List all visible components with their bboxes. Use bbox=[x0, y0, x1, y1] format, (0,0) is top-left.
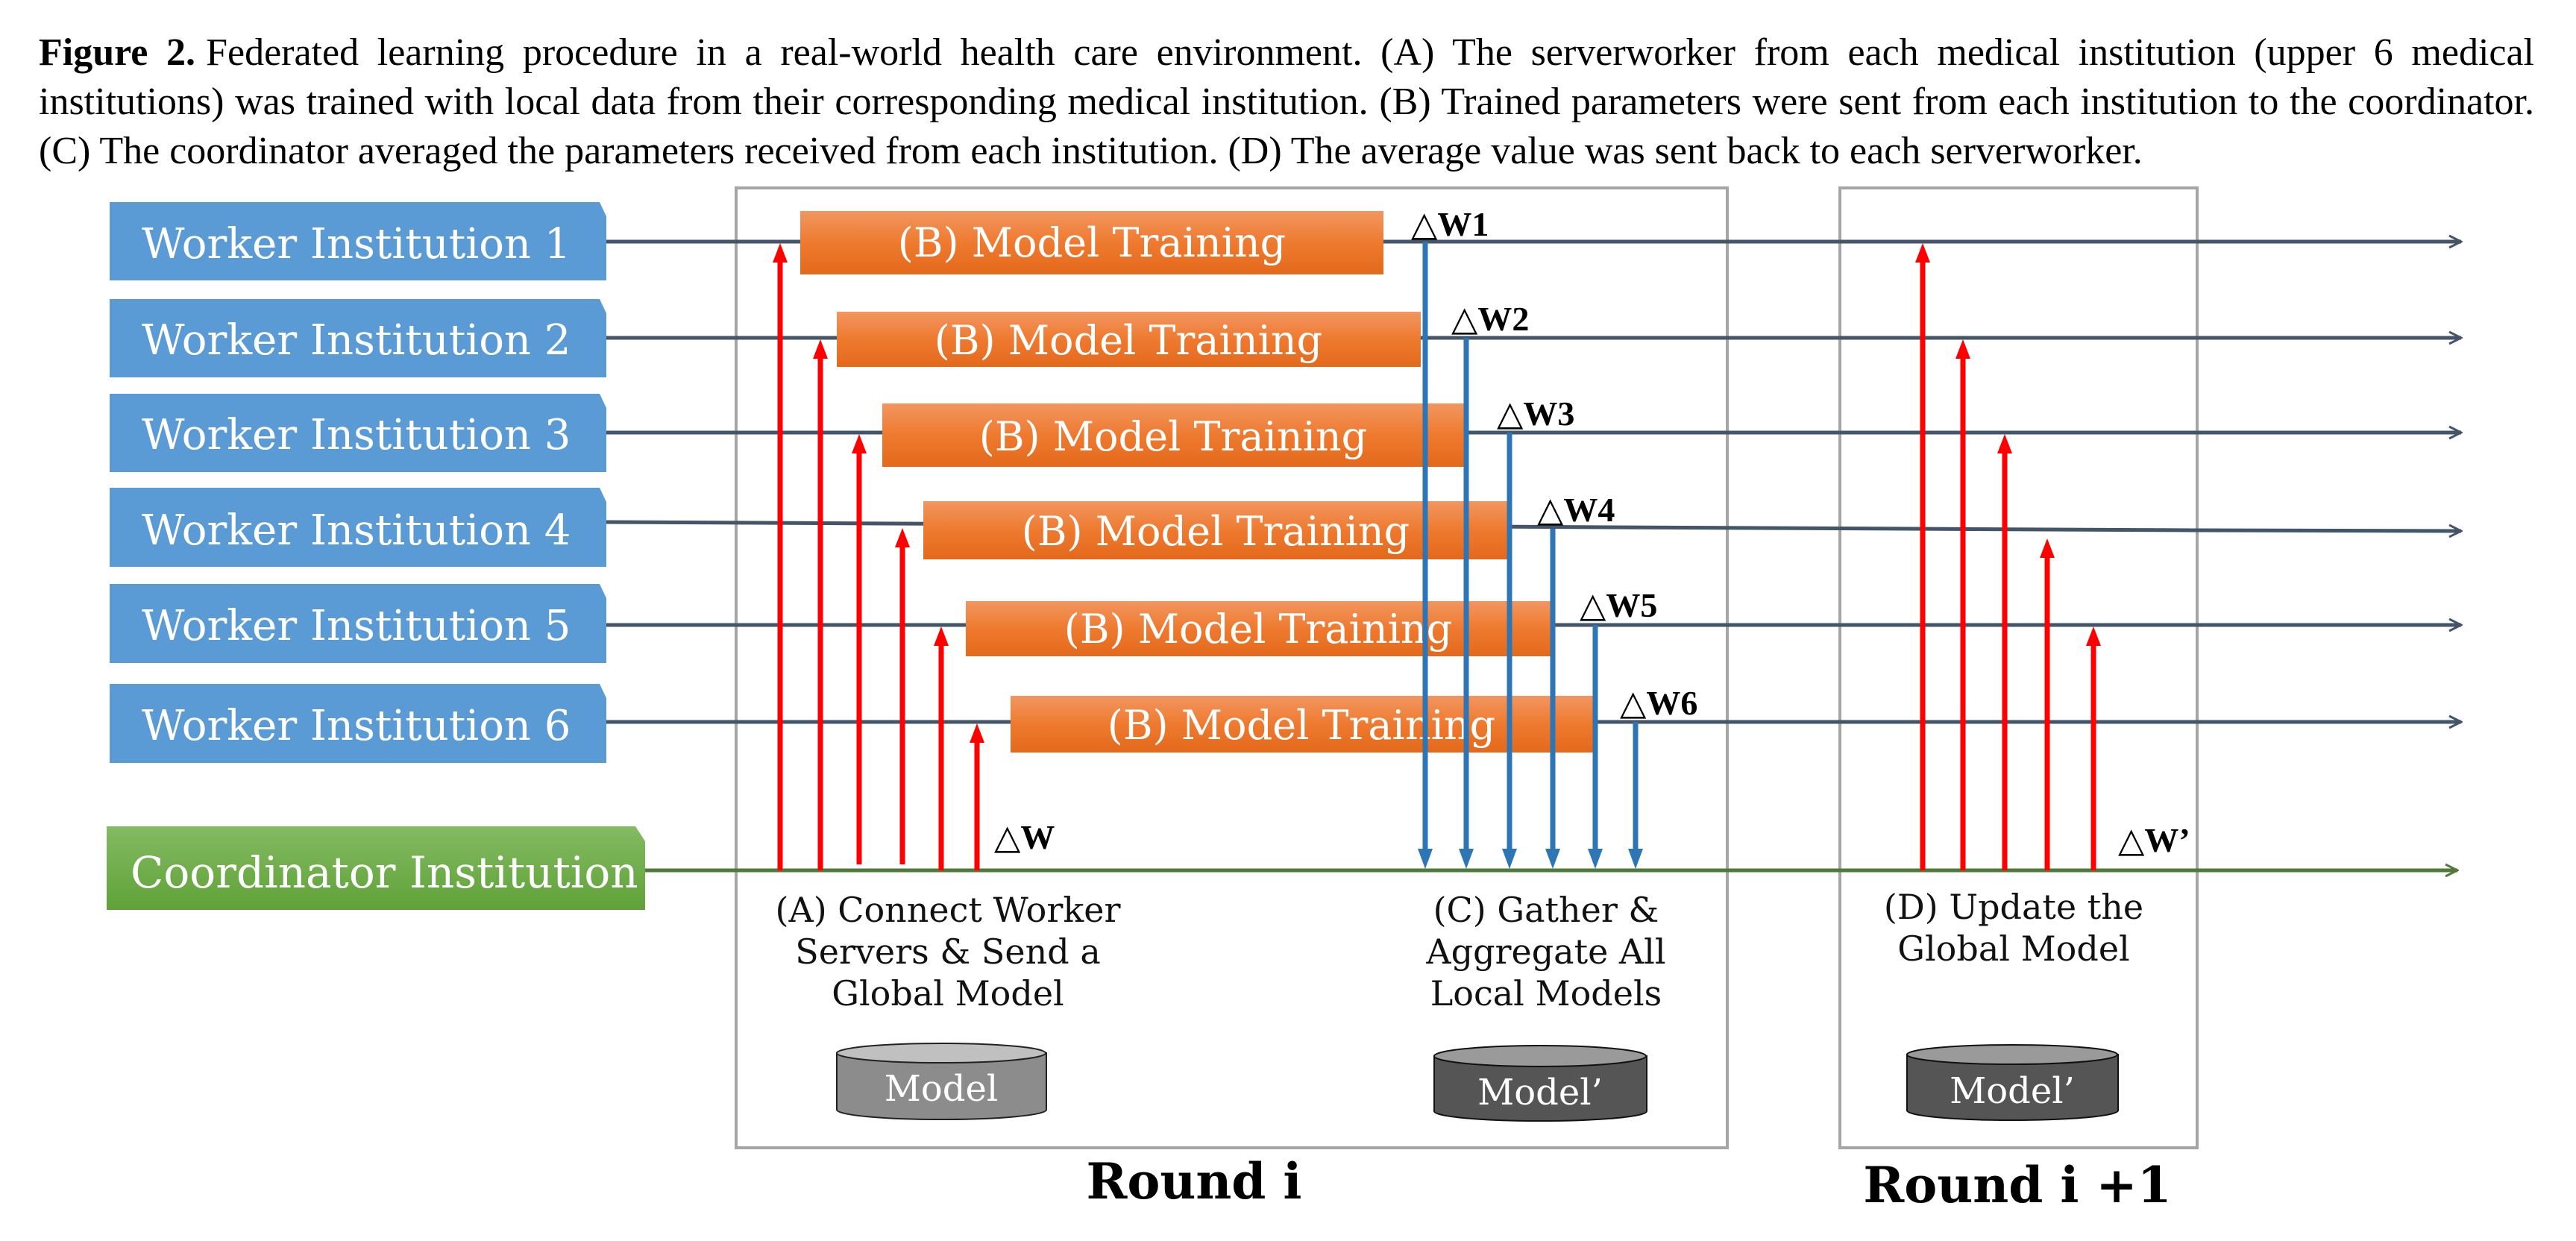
worker-box-6: Worker Institution 6 bbox=[110, 684, 606, 763]
delta-w1: △W1 bbox=[1411, 205, 1489, 243]
training-bar-3: (B) Model Training bbox=[882, 403, 1465, 467]
worker-box-5: Worker Institution 5 bbox=[110, 584, 606, 663]
worker-box-1: Worker Institution 1 bbox=[110, 202, 606, 280]
step-c-line-2: Aggregate All bbox=[1425, 931, 1665, 972]
training-bar-4: (B) Model Training bbox=[923, 501, 1507, 559]
arrowhead-down-icon bbox=[1502, 849, 1517, 869]
worker-label: Worker Institution 1 bbox=[142, 220, 571, 268]
coordinator-label: Coordinator Institution bbox=[131, 847, 638, 898]
send-arrows-round-i-plus-1 bbox=[1915, 243, 2101, 870]
training-bar-2: (B) Model Training bbox=[837, 312, 1421, 367]
step-d-line-2: Global Model bbox=[1897, 929, 2130, 969]
arrowhead-up-icon bbox=[970, 723, 984, 743]
round-i-plus-1-frame bbox=[1838, 186, 2199, 1149]
timeline-worker-4 bbox=[606, 520, 2461, 531]
arrowhead-down-icon bbox=[1418, 849, 1433, 869]
worker-label: Worker Institution 5 bbox=[142, 602, 571, 650]
arrowhead-up-icon bbox=[1997, 434, 2012, 453]
send-arrows-round-i bbox=[773, 243, 984, 870]
delta-w-send: △W bbox=[994, 818, 1055, 856]
step-a-line-2: Servers & Send a bbox=[795, 931, 1101, 972]
delta-w2: △W2 bbox=[1451, 300, 1529, 338]
training-bar-6: (B) Model Training bbox=[1011, 696, 1593, 753]
step-a-line-1: (A) Connect Worker bbox=[776, 890, 1121, 930]
training-label: (B) Model Training bbox=[898, 219, 1286, 266]
gather-arrows-round-i bbox=[1418, 242, 1643, 869]
delta-w-prime-send: △W’ bbox=[2118, 821, 2190, 859]
round-i-title: Round i bbox=[1086, 1152, 1301, 1210]
updated-model-label: Model’ bbox=[1950, 1070, 2075, 1112]
training-label: (B) Model Training bbox=[934, 317, 1322, 364]
figure-label: Figure 2. bbox=[39, 31, 196, 74]
worker-box-2: Worker Institution 2 bbox=[110, 299, 606, 377]
worker-box-3: Worker Institution 3 bbox=[110, 394, 606, 472]
worker-label: Worker Institution 6 bbox=[142, 702, 571, 750]
delta-w6: △W6 bbox=[1620, 684, 1697, 722]
arrowhead-up-icon bbox=[895, 528, 910, 547]
model-database-icon: Model bbox=[836, 1043, 1047, 1121]
round-i-plus-1-title: Round i +1 bbox=[1863, 1156, 2171, 1214]
training-label: (B) Model Training bbox=[1022, 508, 1410, 555]
arrowhead-up-icon bbox=[934, 626, 949, 646]
worker-label: Worker Institution 3 bbox=[142, 411, 571, 459]
arrowhead-up-icon bbox=[1955, 339, 1970, 359]
figure-caption: Figure 2.Federated learning procedure in… bbox=[39, 28, 2534, 176]
training-label: (B) Model Training bbox=[979, 413, 1367, 460]
model-prime-database-icon: Model’ bbox=[1433, 1045, 1647, 1122]
step-labels: (A) Connect Worker Servers & Send a Glob… bbox=[776, 887, 2144, 1014]
training-bar-1: (B) Model Training bbox=[800, 211, 1383, 274]
worker-box-4: Worker Institution 4 bbox=[110, 488, 606, 567]
step-c-line-3: Local Models bbox=[1430, 973, 1662, 1014]
delta-w4: △W4 bbox=[1537, 491, 1615, 529]
arrowhead-down-icon bbox=[1588, 849, 1603, 869]
training-label: (B) Model Training bbox=[1064, 606, 1452, 653]
arrowhead-up-icon bbox=[773, 243, 788, 263]
delta-labels: △W1 △W2 △W3 △W4 △W5 △W6 △W △W’ bbox=[994, 205, 2190, 859]
arrowhead-up-icon bbox=[1915, 243, 1930, 263]
arrowhead-up-icon bbox=[813, 339, 828, 359]
arrowhead-down-icon bbox=[1459, 849, 1474, 869]
caption-text: Federated learning procedure in a real-w… bbox=[39, 31, 2534, 172]
step-c-line-1: (C) Gather & bbox=[1433, 890, 1659, 930]
arrowhead-up-icon bbox=[852, 434, 867, 453]
updated-model-database-icon: Model’ bbox=[1906, 1044, 2119, 1122]
worker-label: Worker Institution 4 bbox=[142, 506, 571, 555]
coordinator-box: Coordinator Institution bbox=[107, 826, 645, 910]
round-i-frame bbox=[735, 186, 1729, 1149]
delta-w5: △W5 bbox=[1580, 586, 1657, 624]
step-a-line-3: Global Model bbox=[832, 973, 1064, 1014]
model-prime-label: Model’ bbox=[1477, 1072, 1603, 1113]
delta-w3: △W3 bbox=[1497, 395, 1574, 433]
step-d-line-1: (D) Update the bbox=[1884, 887, 2143, 927]
arrowhead-up-icon bbox=[2040, 538, 2055, 558]
training-label: (B) Model Training bbox=[1108, 702, 1495, 749]
training-bars: (B) Model Training (B) Model Training (B… bbox=[800, 211, 1593, 753]
arrowhead-down-icon bbox=[1628, 849, 1643, 869]
arrowhead-down-icon bbox=[1545, 849, 1560, 869]
model-label: Model bbox=[885, 1068, 999, 1110]
arrowhead-up-icon bbox=[2086, 626, 2101, 646]
worker-label: Worker Institution 2 bbox=[142, 316, 571, 365]
training-bar-5: (B) Model Training bbox=[966, 601, 1551, 656]
